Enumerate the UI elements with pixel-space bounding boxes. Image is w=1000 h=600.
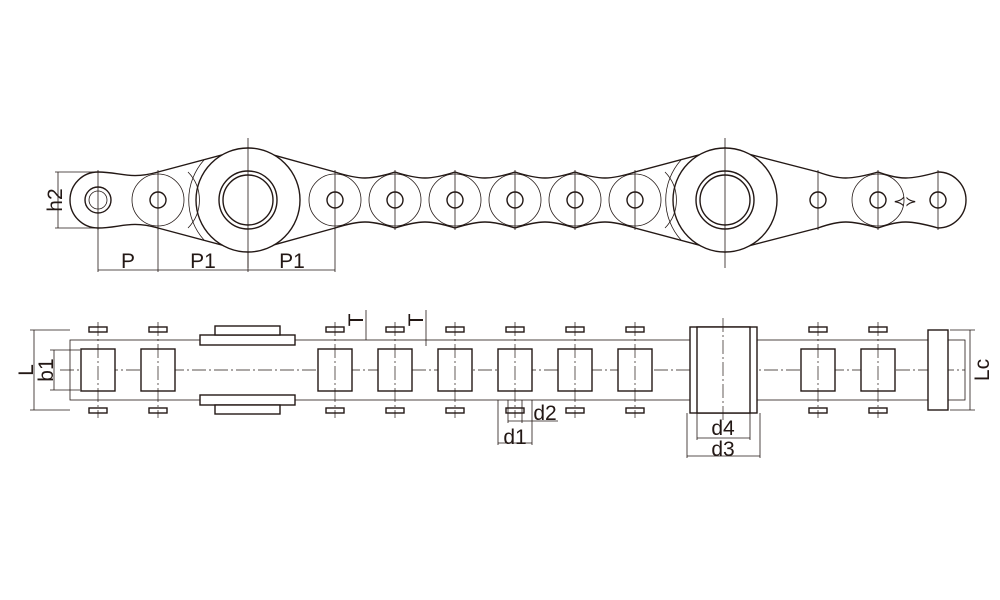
label-l: L xyxy=(15,364,38,376)
label-p: P xyxy=(121,250,135,273)
attachment-plate xyxy=(199,394,296,406)
label-d1: d1 xyxy=(503,426,526,449)
label-p1-left: P1 xyxy=(190,250,216,273)
attachment-plate xyxy=(199,334,296,346)
cotter-pin-icon: ≺≻ xyxy=(893,193,916,209)
label-t-outer: T xyxy=(345,313,368,326)
label-t-inner: T xyxy=(405,313,428,326)
attachment-top xyxy=(214,325,281,336)
dimension-lines xyxy=(30,171,975,458)
label-p1-right: P1 xyxy=(279,250,305,273)
top-view: ≺≻ xyxy=(69,138,967,268)
bushing-bore xyxy=(696,326,751,414)
attachment-arc xyxy=(187,171,200,229)
attachment-arc xyxy=(664,171,677,229)
attachment-bottom xyxy=(214,404,281,415)
attachment-arc xyxy=(188,159,205,241)
label-h2: h2 xyxy=(44,188,67,211)
label-lc: Lc xyxy=(971,359,994,381)
label-b1: b1 xyxy=(35,358,58,381)
attachment-arc xyxy=(665,159,682,241)
label-d2: d2 xyxy=(533,402,556,425)
side-view xyxy=(60,318,966,420)
end-pin xyxy=(927,329,949,411)
label-d4: d4 xyxy=(711,417,735,440)
label-d3: d3 xyxy=(711,438,734,461)
